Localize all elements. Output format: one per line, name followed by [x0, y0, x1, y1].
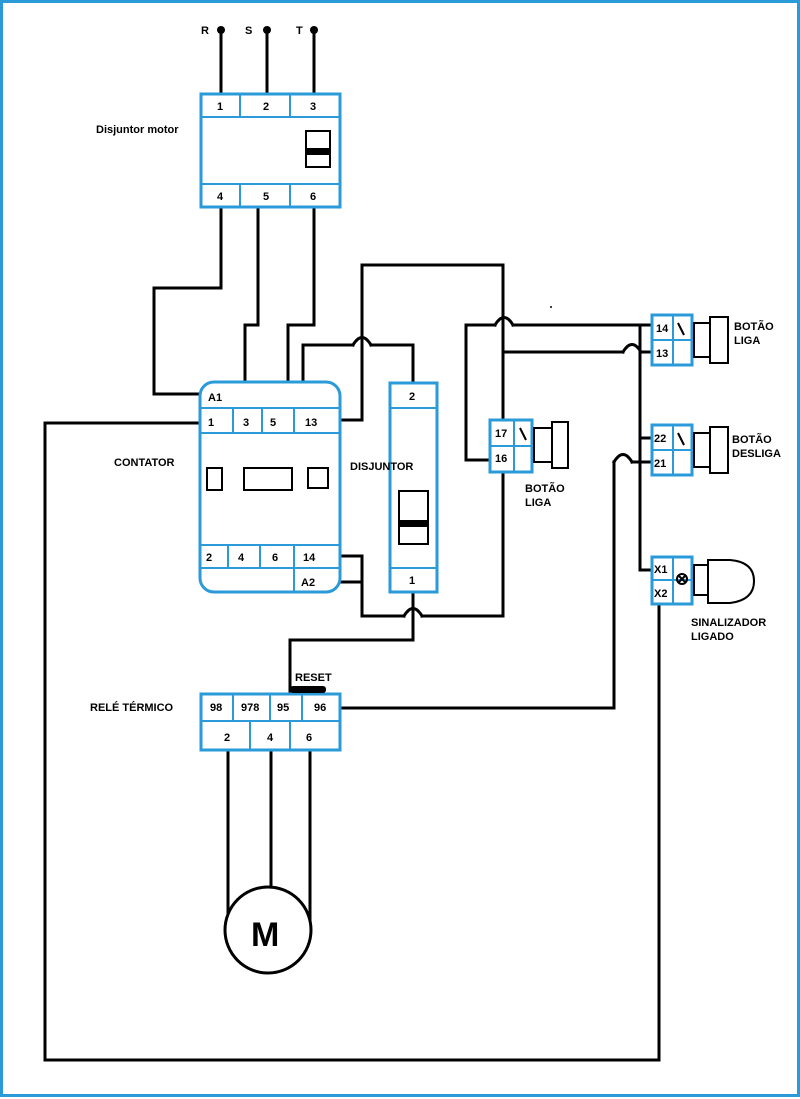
contator-a2: A2 [301, 577, 315, 589]
contator-terminal-2: 2 [206, 552, 212, 564]
contator-terminal-1: 1 [208, 417, 214, 429]
dm-terminal-2: 2 [263, 101, 269, 113]
botao-desliga-label-1: BOTÃO [732, 433, 772, 446]
phase-t-terminal [310, 26, 318, 34]
disjuntor-motor: 1 2 3 4 5 6 [199, 92, 342, 209]
botao-desliga-terminal-21: 21 [654, 458, 666, 470]
phase-supply: R S T [201, 25, 318, 37]
botao-liga-right: 14 13 [650, 313, 729, 367]
contator-a1: A1 [208, 392, 222, 404]
sinalizador-label-2: LIGADO [691, 631, 734, 643]
rele-termico-label: RELÉ TÉRMICO [90, 701, 174, 714]
sinalizador-x1: X1 [654, 564, 667, 576]
motor-symbol: M [251, 916, 279, 954]
rele-termico: 98 978 95 96 2 4 6 [199, 686, 342, 752]
phase-s-terminal [263, 26, 271, 34]
sinalizador-x2: X2 [654, 588, 667, 600]
botao-center-label-1: BOTÃO [525, 482, 565, 495]
rele-terminal-978: 978 [241, 702, 259, 714]
botao-desliga-terminal-22: 22 [654, 433, 666, 445]
rele-terminal-6: 6 [306, 732, 312, 744]
phase-r-terminal [217, 26, 225, 34]
botao-desliga-label-2: DESLIGA [732, 448, 781, 460]
wiring [43, 30, 661, 1062]
dm-terminal-1: 1 [217, 101, 223, 113]
dm-terminal-5: 5 [263, 191, 269, 203]
lamp-icon [676, 573, 688, 585]
botao-center-terminal-16: 16 [495, 453, 507, 465]
sinalizador-label-1: SINALIZADOR [691, 617, 766, 629]
rele-terminal-4: 4 [267, 732, 274, 744]
disjuntor-terminal-1: 1 [409, 575, 415, 587]
botao-liga-center: 17 16 [488, 418, 569, 474]
contator-terminal-6: 6 [272, 552, 278, 564]
sinalizador: X1 X2 [650, 555, 756, 606]
phase-t-label: T [296, 25, 303, 37]
dm-terminal-6: 6 [310, 191, 316, 203]
disjuntor-terminal-2: 2 [409, 391, 415, 403]
rele-terminal-2: 2 [224, 732, 230, 744]
phase-r-label: R [201, 25, 209, 37]
dm-terminal-4: 4 [217, 191, 224, 203]
contator-terminal-13: 13 [305, 417, 317, 429]
contator-terminal-5: 5 [270, 417, 276, 429]
reset-button[interactable] [290, 686, 326, 693]
breaker-handle-icon [305, 130, 331, 168]
breaker-handle-icon [398, 490, 429, 545]
botao-liga-label-2: LIGA [734, 335, 760, 347]
contator-terminal-3: 3 [243, 417, 249, 429]
reset-label: RESET [295, 672, 332, 684]
botao-center-terminal-17: 17 [495, 428, 507, 440]
botao-liga-terminal-13: 13 [656, 348, 668, 360]
botao-liga-label-1: BOTÃO [734, 320, 774, 333]
phase-s-label: S [245, 25, 252, 37]
rele-terminal-95: 95 [277, 702, 289, 714]
botao-desliga: 22 21 [650, 423, 729, 477]
contator-terminal-14: 14 [303, 552, 316, 564]
motor: M [223, 885, 313, 975]
botao-center-label-2: LIGA [525, 497, 551, 509]
contator-label: CONTATOR [114, 457, 175, 469]
rele-terminal-98: 98 [210, 702, 222, 714]
disjuntor-label: DISJUNTOR [350, 461, 413, 473]
contator: A1 1 3 5 13 2 4 6 14 A2 [198, 380, 342, 594]
disjuntor-motor-label: Disjuntor motor [96, 124, 179, 136]
contator-terminal-4: 4 [238, 552, 245, 564]
botao-liga-terminal-14: 14 [656, 323, 669, 335]
disjuntor: 2 1 [388, 381, 439, 594]
dm-terminal-3: 3 [310, 101, 316, 113]
rele-terminal-96: 96 [314, 702, 326, 714]
